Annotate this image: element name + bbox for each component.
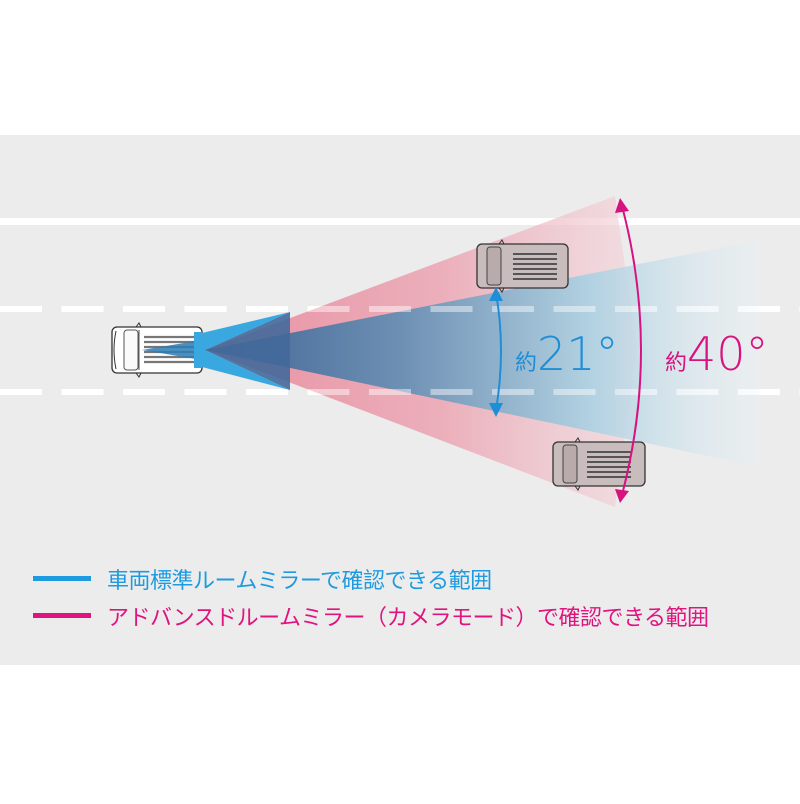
legend-item-standard-mirror: 車両標準ルームミラーで確認できる範囲 (33, 560, 709, 597)
wide-angle-value: 40° (687, 327, 769, 381)
own-vehicle (112, 323, 202, 377)
narrow-angle-value: 21° (537, 327, 619, 381)
wide-angle-label: 約40° (665, 331, 769, 377)
narrow-angle-label: 約21° (515, 331, 619, 377)
narrow-angle-prefix: 約 (515, 351, 537, 376)
wide-angle-prefix: 約 (665, 351, 687, 376)
legend: 車両標準ルームミラーで確認できる範囲 アドバンスドルームミラー（カメラモード）で… (33, 560, 709, 634)
legend-label-advanced-mirror: アドバンスドルームミラー（カメラモード）で確認できる範囲 (107, 600, 709, 632)
vehicle-upper-lane (477, 240, 568, 292)
vehicle-lower-lane (553, 438, 645, 490)
solid-lane-line (0, 218, 800, 225)
legend-swatch-pink (33, 613, 91, 618)
legend-swatch-blue (33, 576, 91, 581)
legend-label-standard-mirror: 車両標準ルームミラーで確認できる範囲 (107, 563, 492, 595)
legend-item-advanced-mirror: アドバンスドルームミラー（カメラモード）で確認できる範囲 (33, 597, 709, 634)
